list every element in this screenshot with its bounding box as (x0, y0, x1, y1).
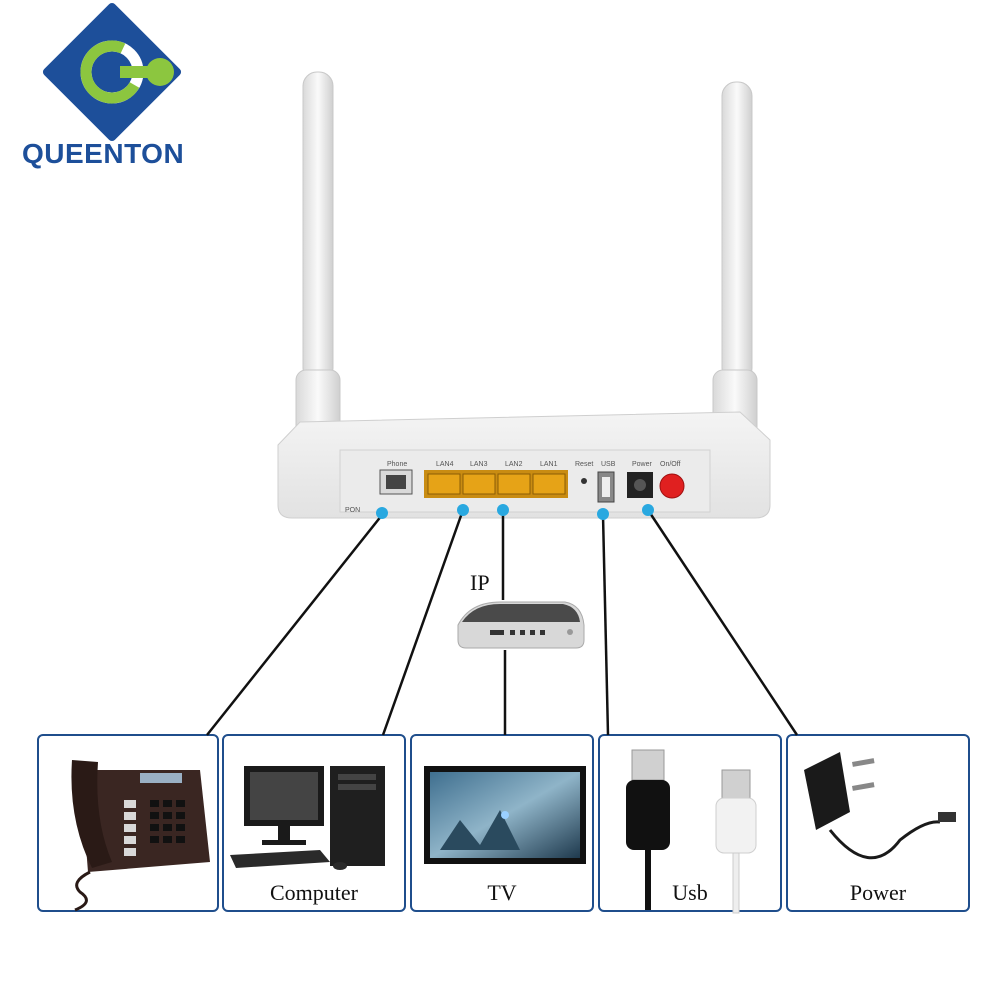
reset-button (581, 478, 587, 484)
port-label-pon: PON (345, 507, 360, 514)
port-label-lan4: LAN4 (436, 461, 454, 468)
brand-name: QUEENTON (22, 138, 185, 169)
device-label-power: Power (849, 880, 907, 905)
connection-lines (206, 509, 799, 736)
device-label-computer: Computer (270, 880, 358, 905)
device-card-computer: Computer (222, 734, 406, 912)
dot-lan4 (457, 504, 469, 516)
device-card-usb: Usb (598, 734, 782, 912)
power-jack (627, 472, 653, 498)
port-label-lan1: LAN1 (540, 461, 558, 468)
queenton-logo (42, 2, 182, 142)
router-body (277, 411, 771, 519)
port-label-lan3: LAN3 (470, 461, 488, 468)
device-card-tv: TV (410, 734, 594, 912)
line-power (646, 509, 799, 736)
device-label-usb: Usb (672, 880, 708, 905)
right-antenna (712, 81, 758, 511)
line-usb (601, 514, 610, 736)
port-label-lan2: LAN2 (505, 461, 523, 468)
device-label-tv: TV (487, 880, 517, 905)
iptv-settop-box (457, 601, 585, 649)
left-antenna (295, 71, 341, 511)
port-label-phone: Phone (387, 461, 407, 468)
dot-power (642, 504, 654, 516)
settop-ip-label: IP (470, 570, 490, 595)
port-label-onoff: On/Off (660, 461, 681, 468)
port-label-usb: USB (601, 461, 616, 468)
device-card-power: Power (786, 734, 970, 912)
dot-phone (376, 507, 388, 519)
line-phone (206, 514, 383, 736)
line-computer (381, 509, 465, 736)
phone-port (379, 469, 413, 495)
port-label-reset: Reset (575, 461, 593, 468)
dot-lan2 (497, 504, 509, 516)
port-label-power: Power (632, 461, 653, 468)
usb-port (597, 471, 615, 503)
connection-dots (376, 504, 654, 520)
onoff-button (659, 473, 685, 499)
dot-usb (597, 508, 609, 520)
device-card-phone (37, 734, 219, 912)
lan-ports (424, 470, 568, 498)
